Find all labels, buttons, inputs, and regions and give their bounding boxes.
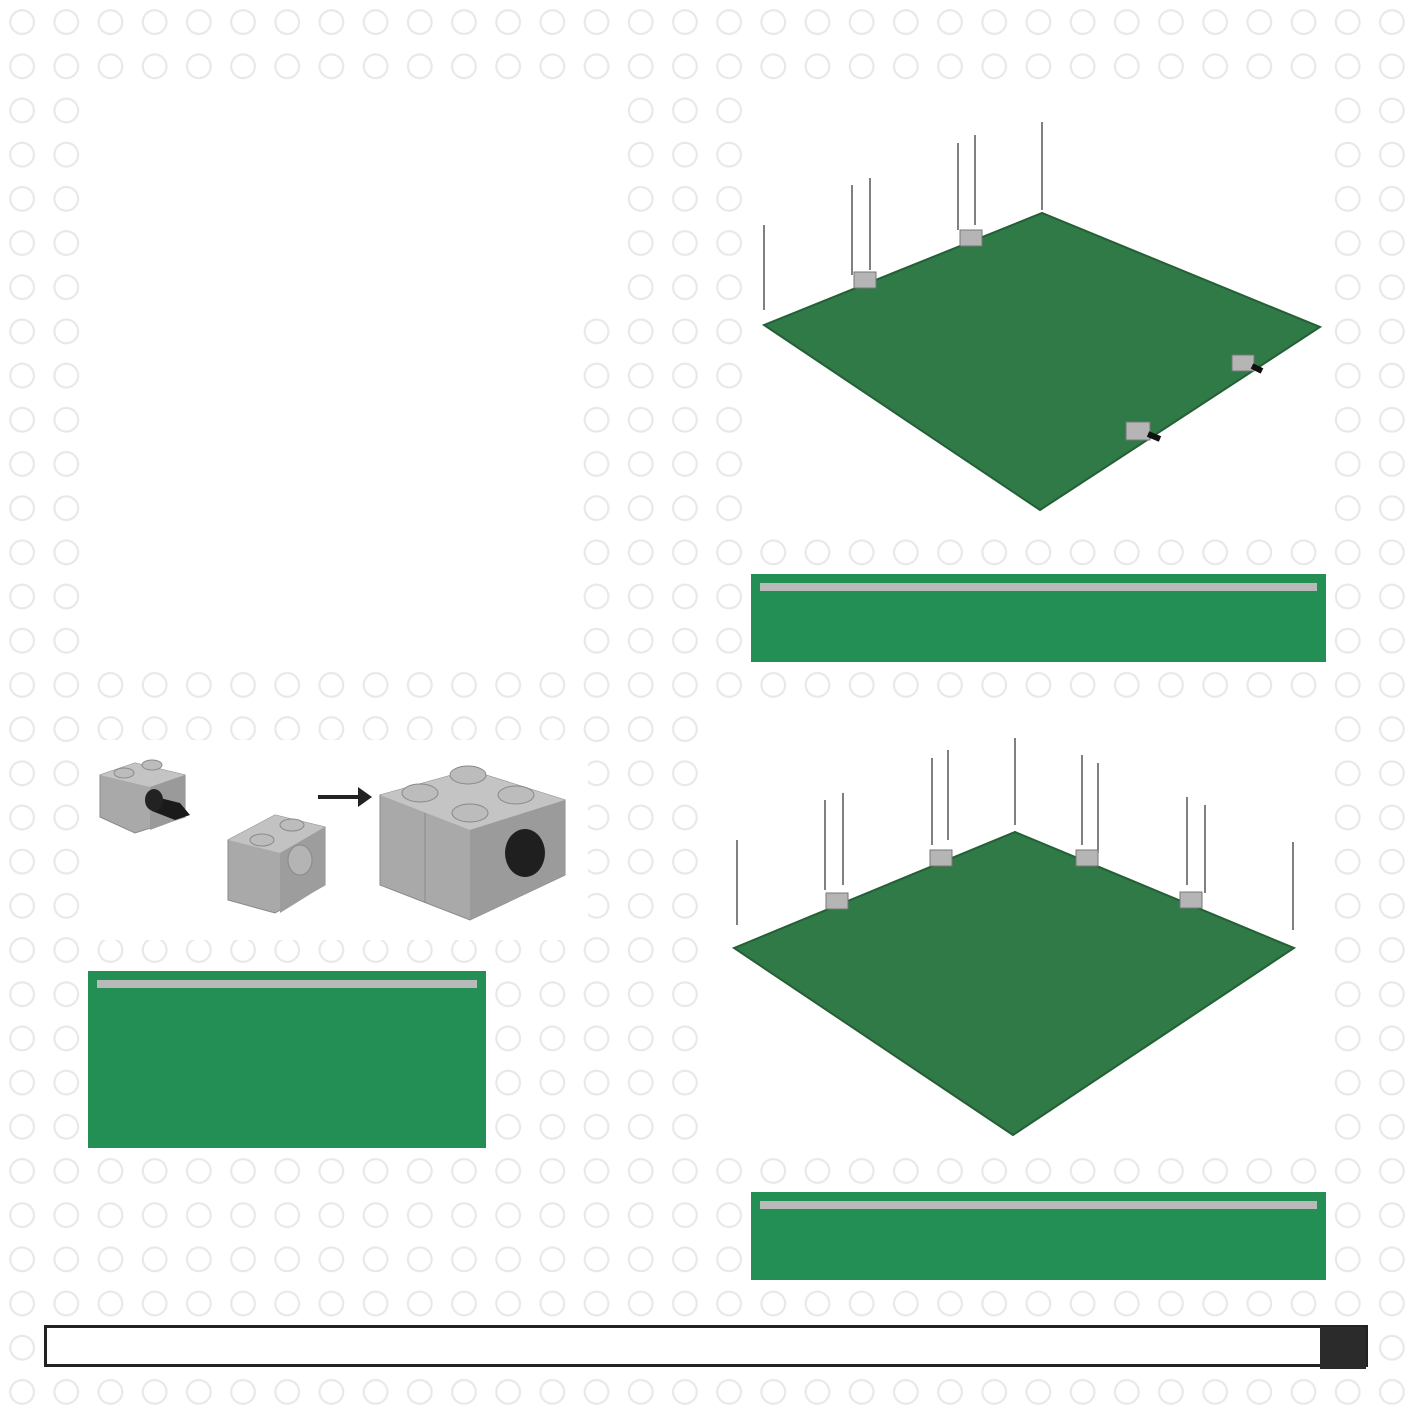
page-footer-bar [44, 1325, 1368, 1369]
instruction-panel-top-right [751, 574, 1326, 662]
baseplate-step-2-illustration [731, 738, 1297, 1137]
panel-header-bar [760, 1201, 1317, 1209]
technic-brick-with-hole-icon [227, 814, 326, 914]
instruction-panel-bottom-right [751, 1192, 1326, 1280]
parts-illustration [99, 759, 566, 921]
baseplate-step-1-illustration [761, 122, 1323, 512]
assembled-brick-icon [379, 765, 566, 921]
panel-header-bar [760, 583, 1317, 591]
panel-header-bar [97, 980, 477, 988]
arrow-right-icon [318, 787, 372, 807]
top-left-blank-area [88, 88, 620, 308]
technic-brick-with-pin-icon [99, 759, 190, 834]
instruction-panel-left [88, 971, 486, 1148]
baseplate-icon [731, 830, 1297, 1137]
baseplate-icon [761, 211, 1323, 512]
page-number-tab [1320, 1327, 1366, 1369]
mid-left-blank-area [88, 300, 572, 660]
